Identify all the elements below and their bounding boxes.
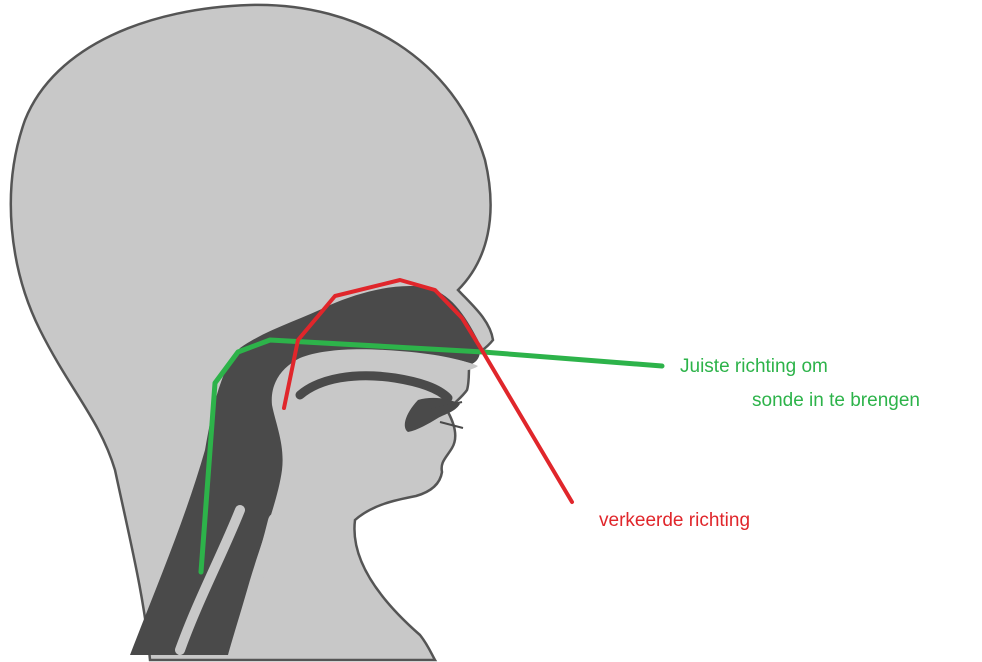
correct-direction-label-line1: Juiste richting om xyxy=(680,357,828,376)
correct-direction-label-line2: sonde in te brengen xyxy=(752,391,920,410)
wrong-direction-label: verkeerde richting xyxy=(599,511,750,530)
